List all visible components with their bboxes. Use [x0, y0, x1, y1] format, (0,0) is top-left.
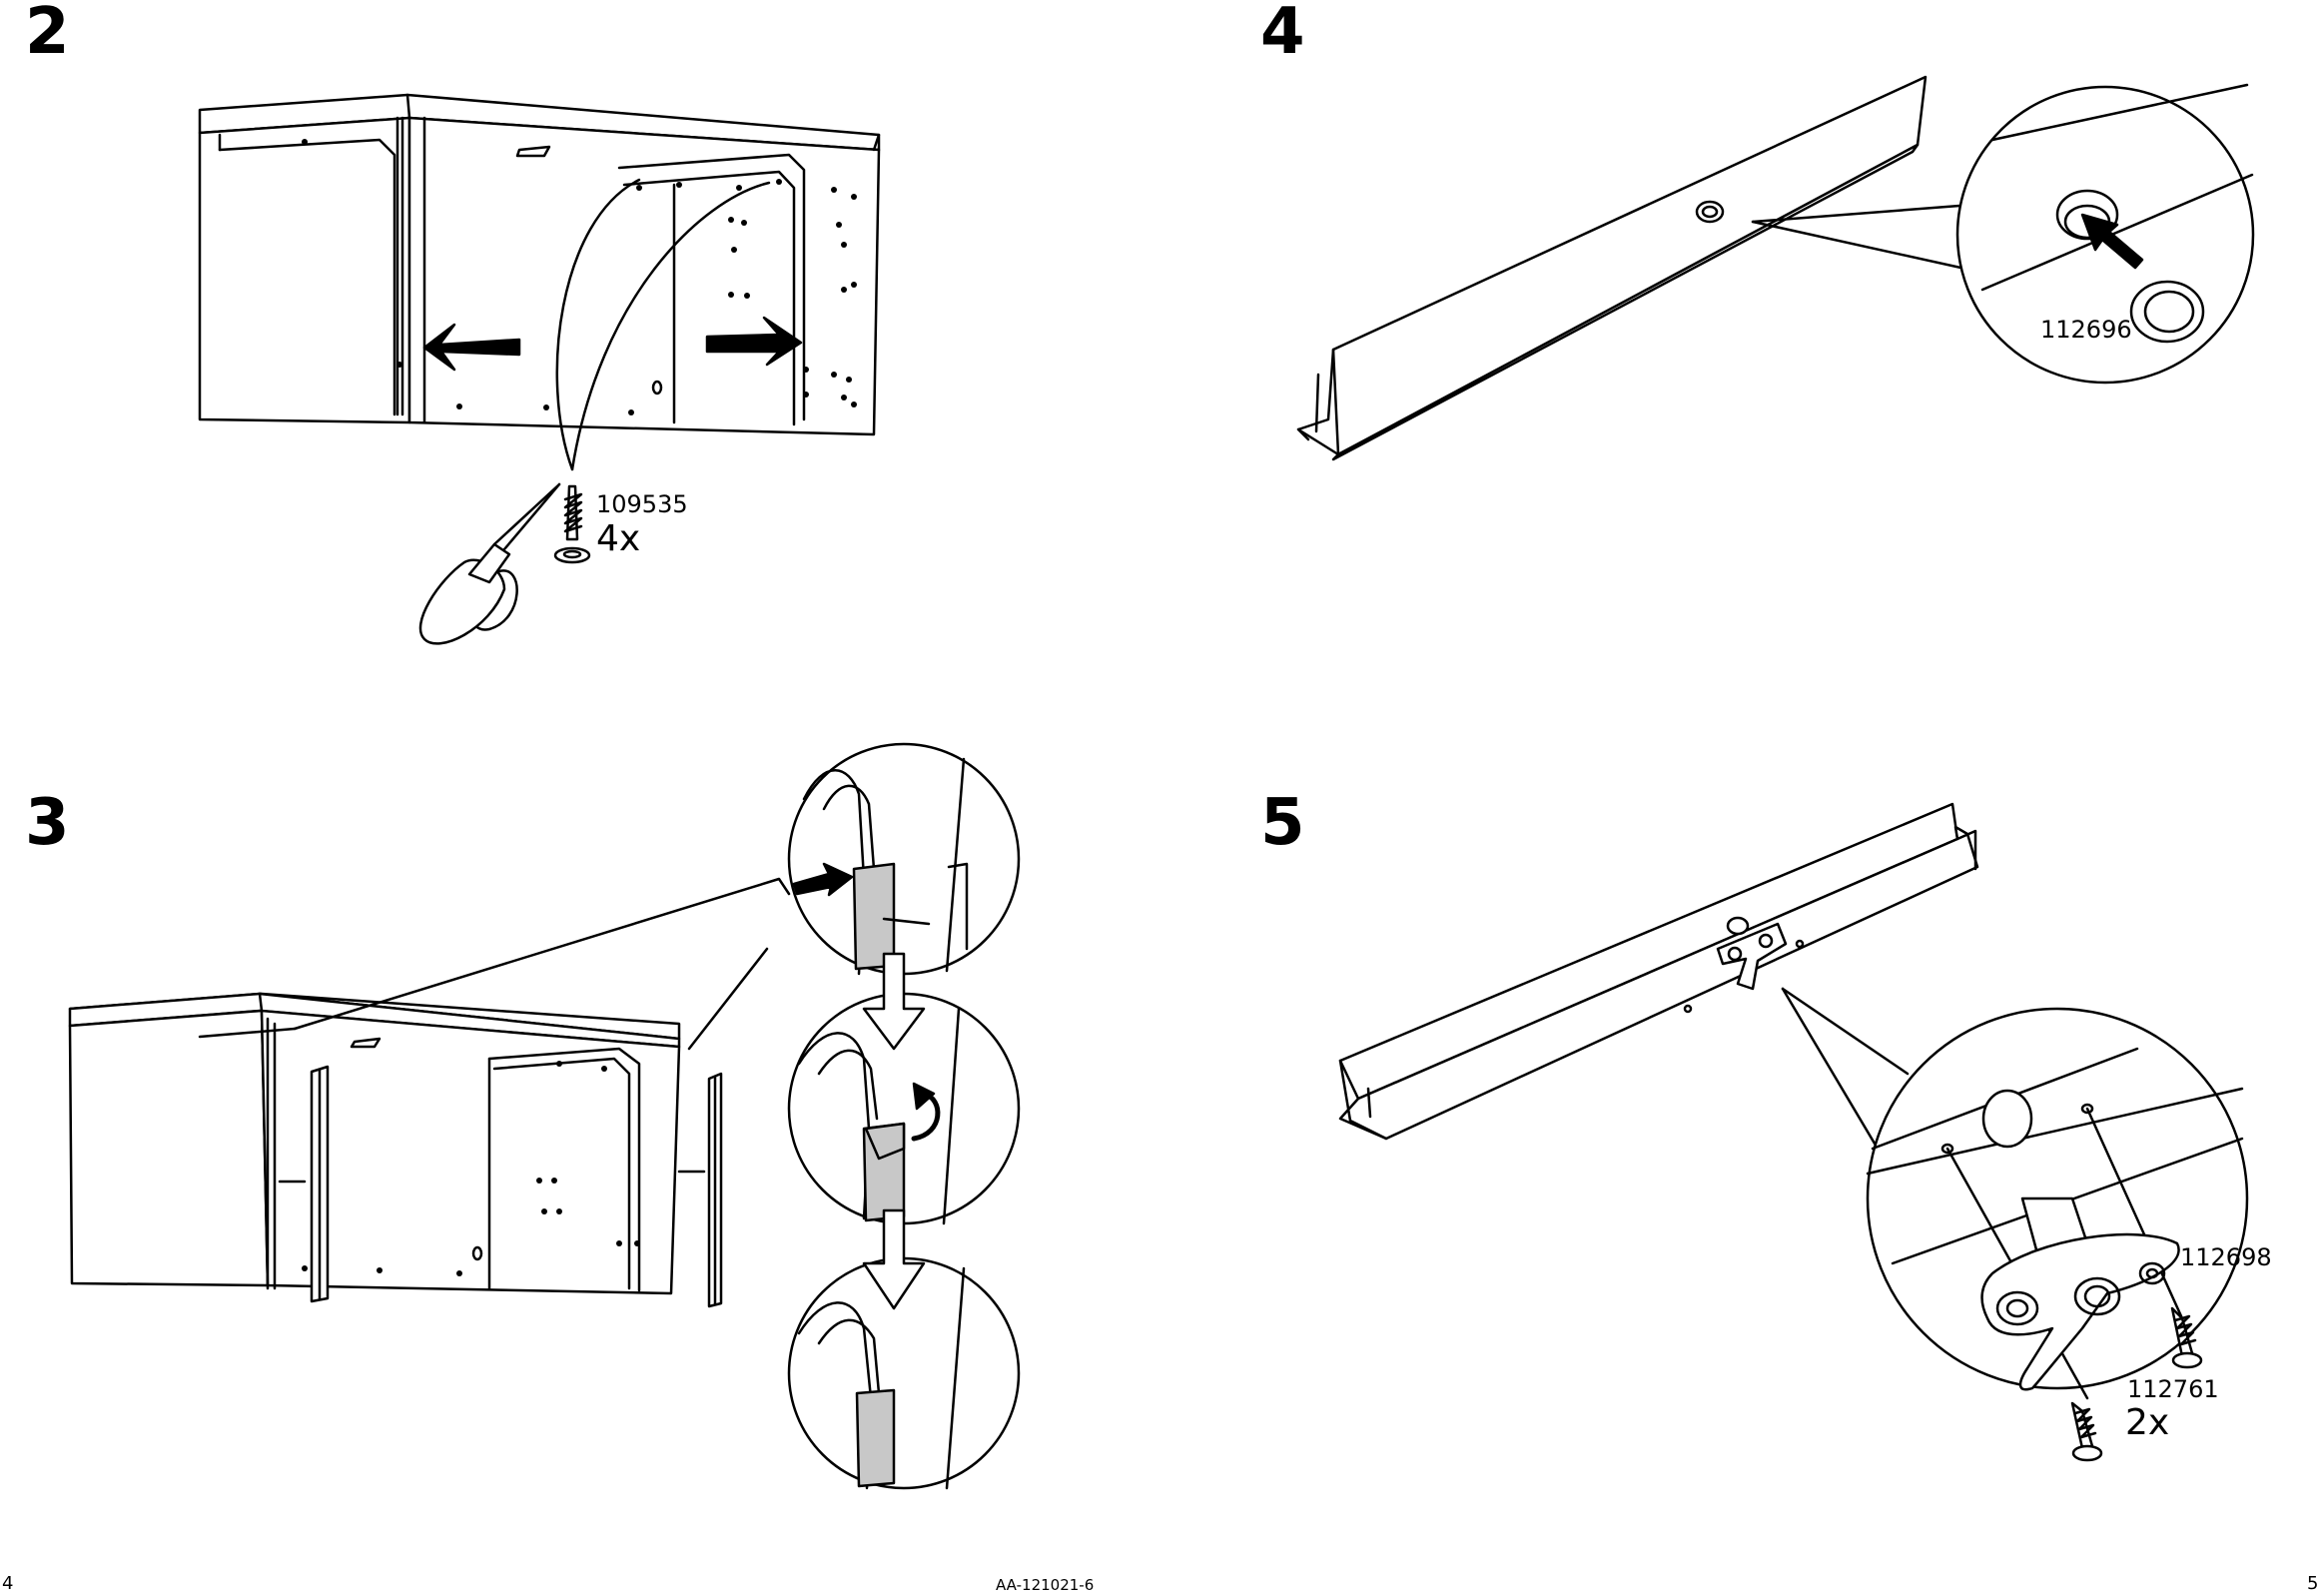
edge-strip-right: [709, 1074, 721, 1306]
edge-strip-left: [312, 1067, 328, 1301]
step-number-4: 4: [1260, 0, 1305, 64]
part-number-label: 112698: [2180, 1245, 2272, 1269]
step-number-3: 3: [25, 791, 70, 855]
part-quantity-label: 2x: [2125, 1405, 2169, 1441]
step-5-illustration: [1340, 804, 2247, 1460]
step-number-2: 2: [25, 0, 70, 64]
detail-circle-2: [789, 954, 1019, 1223]
step-4-illustration: [1298, 77, 2253, 459]
screw-icon: [555, 486, 589, 562]
rail-with-latch: [1340, 804, 1977, 1139]
detail-circle-5: [1868, 1009, 2247, 1398]
rail-profile: [1298, 77, 1926, 459]
detail-circle-1: [789, 744, 1019, 974]
part-number-label: 112696: [2040, 318, 2132, 342]
wall-cabinet-side-view: [70, 994, 679, 1293]
page-number-left: 4: [2, 1575, 13, 1593]
step-number-5: 5: [1260, 791, 1305, 855]
part-number-label: 109535: [596, 492, 688, 516]
wall-cabinet: [200, 95, 879, 434]
step-3-illustration: [70, 744, 1019, 1488]
step-2-illustration: [200, 95, 879, 643]
detail-circle-3: [789, 1210, 1019, 1488]
screw-icon: [2072, 1403, 2101, 1460]
page-number-right: 5: [2307, 1575, 2318, 1593]
part-number-label: 112761: [2127, 1377, 2219, 1401]
part-quantity-label: 4x: [596, 521, 640, 557]
screwdriver-icon: [420, 484, 559, 643]
document-code: AA-121021-6: [996, 1578, 1094, 1593]
